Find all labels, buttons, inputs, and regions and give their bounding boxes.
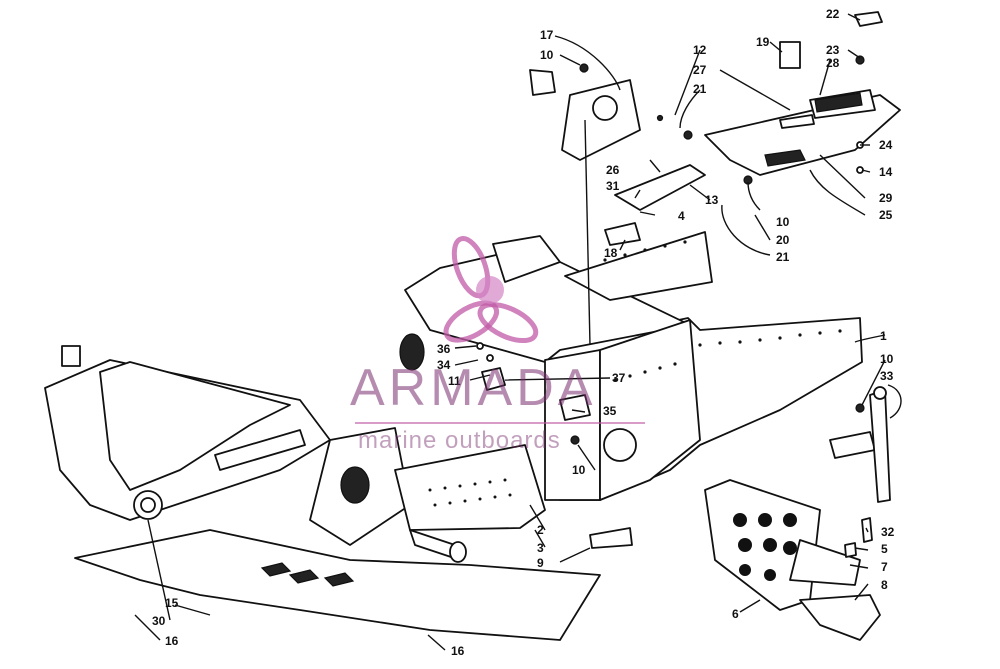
callout-28: 28 [826, 56, 840, 70]
callout-26: 26 [606, 163, 620, 177]
fasteners [476, 11, 883, 558]
callout-20: 20 [776, 233, 790, 247]
callout-17: 17 [540, 28, 554, 42]
front-nose-section [44, 345, 546, 563]
callout-29: 29 [879, 191, 893, 205]
callout-13: 13 [705, 193, 719, 207]
callout-5: 5 [881, 542, 888, 556]
callout-1: 1 [880, 329, 887, 343]
callout-30: 30 [152, 614, 166, 628]
callout-18: 18 [604, 246, 618, 260]
callout-7: 7 [881, 560, 888, 574]
callout-11: 11 [448, 374, 461, 388]
callout-15: 15 [165, 596, 179, 610]
callout-9: 9 [537, 556, 544, 570]
callout-32: 32 [881, 525, 895, 539]
callout-10d: 10 [776, 215, 790, 229]
callout-2: 2 [537, 523, 544, 537]
callout-3: 3 [537, 541, 544, 555]
callout-8: 8 [881, 578, 888, 592]
mount-bracket [529, 69, 641, 161]
callout-10b: 10 [572, 463, 586, 477]
callout-31: 31 [606, 179, 620, 193]
belly-pan [74, 529, 601, 641]
callout-33: 33 [880, 369, 894, 383]
callout-6: 6 [732, 607, 739, 621]
callout-16a: 16 [165, 634, 179, 648]
callout-14: 14 [879, 165, 893, 179]
parts-drawing [44, 11, 901, 641]
callout-21a: 21 [693, 82, 707, 96]
watermark-brand: ARMADA [350, 359, 596, 417]
callout-21b: 21 [776, 250, 790, 264]
callout-16b: 16 [451, 644, 465, 658]
watermark-tagline: marine outboards [358, 427, 561, 454]
callout-numbers: 1 2 3 4 5 6 7 8 9 10 10 10 10 11 12 13 1… [152, 7, 895, 658]
leader-lines [134, 13, 902, 651]
rear-bracket-assembly [704, 479, 881, 641]
callout-22: 22 [826, 7, 840, 21]
upper-console [704, 89, 901, 176]
callout-36: 36 [437, 342, 451, 356]
tray [604, 164, 706, 246]
callout-12: 12 [693, 43, 707, 57]
callout-24: 24 [879, 138, 893, 152]
propeller-logo-icon [443, 236, 539, 344]
callout-34: 34 [437, 358, 451, 372]
callout-25: 25 [879, 208, 893, 222]
armada-watermark: ARMADA marine outboards [350, 236, 645, 454]
callout-23: 23 [826, 43, 840, 57]
callout-37: 37 [612, 371, 626, 385]
callout-4: 4 [678, 209, 685, 223]
callout-27: 27 [693, 63, 707, 77]
callout-10a: 10 [540, 48, 554, 62]
callout-19: 19 [756, 35, 770, 49]
callout-10c: 10 [880, 352, 894, 366]
callout-35: 35 [603, 404, 617, 418]
shift-lever [829, 386, 891, 503]
